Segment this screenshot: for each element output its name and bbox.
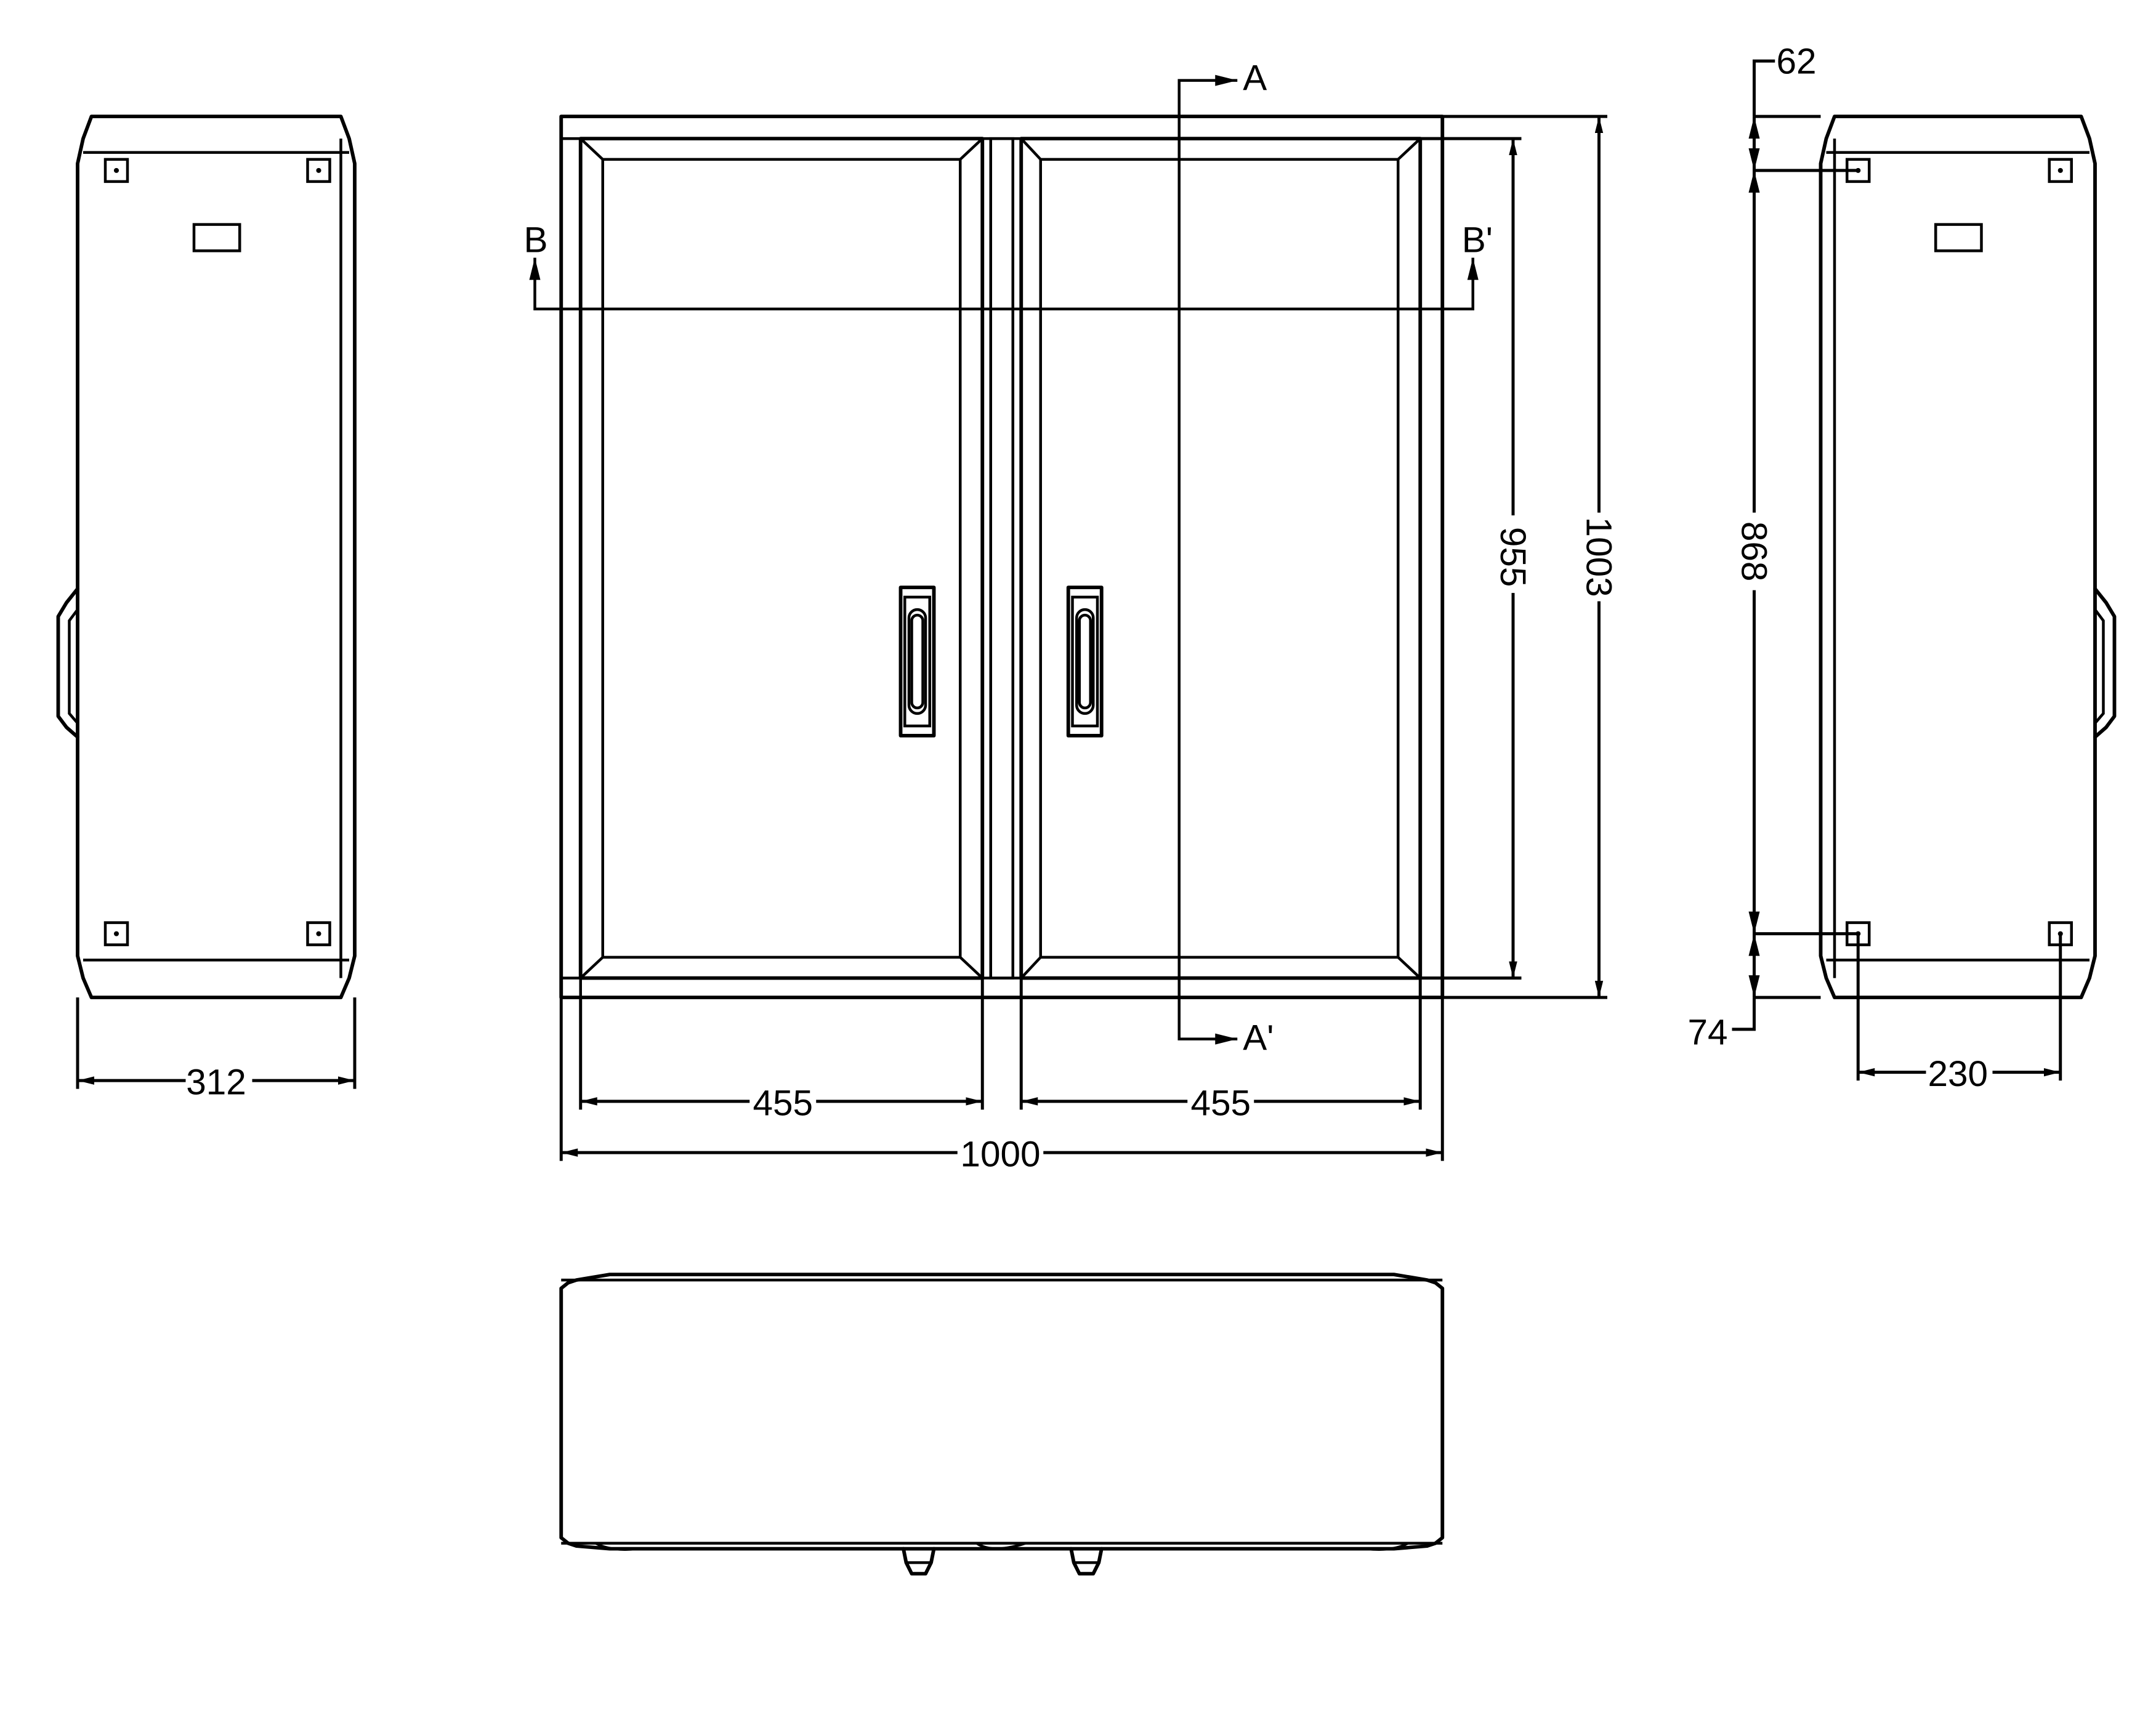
dim-top-offset: 62	[1777, 41, 1817, 81]
front-view: A A' B B' 955 1003 455 455	[524, 58, 1621, 1175]
dim-vertical-hole-spacing: 868	[1734, 521, 1774, 582]
section-line-a: A A'	[1177, 58, 1274, 1058]
section-line-b: B B'	[524, 220, 1493, 311]
section-label-b-prime: B'	[1462, 220, 1493, 260]
dim-horizontal-hole-spacing: 230	[1928, 1054, 1988, 1094]
right-door	[1011, 137, 1423, 980]
section-label-a-prime: A'	[1243, 1018, 1274, 1058]
dim-left-door-width: 455	[753, 1083, 813, 1123]
dim-front-inner-height: 955	[1493, 527, 1533, 587]
dim-bottom-offset: 74	[1688, 1013, 1728, 1053]
left-door	[578, 137, 992, 980]
section-label-b: B	[524, 220, 548, 260]
dim-front-overall-height: 1003	[1578, 517, 1618, 597]
right-side-view: 62 868 74 230	[1688, 41, 2117, 1094]
dim-left-side-width: 312	[186, 1063, 246, 1103]
dim-overall-width: 1000	[960, 1135, 1040, 1175]
left-side-view: 312	[56, 115, 357, 1103]
top-view	[559, 1273, 1445, 1576]
dim-right-door-width: 455	[1190, 1083, 1251, 1123]
section-label-a: A	[1243, 58, 1267, 98]
